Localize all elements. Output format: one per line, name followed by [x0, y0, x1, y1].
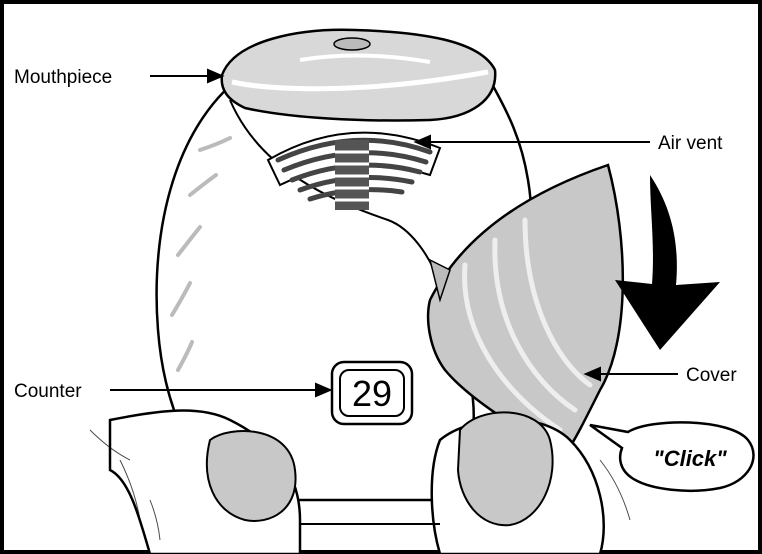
click-label: "Click"	[653, 446, 727, 471]
counter-window: 29	[332, 362, 412, 424]
cover-label: Cover	[686, 365, 737, 386]
mouthpiece	[222, 30, 496, 121]
mouthpiece-label: Mouthpiece	[14, 67, 112, 88]
air-vent-label: Air vent	[658, 133, 723, 154]
counter-value: 29	[352, 373, 392, 414]
counter-label: Counter	[14, 381, 82, 402]
